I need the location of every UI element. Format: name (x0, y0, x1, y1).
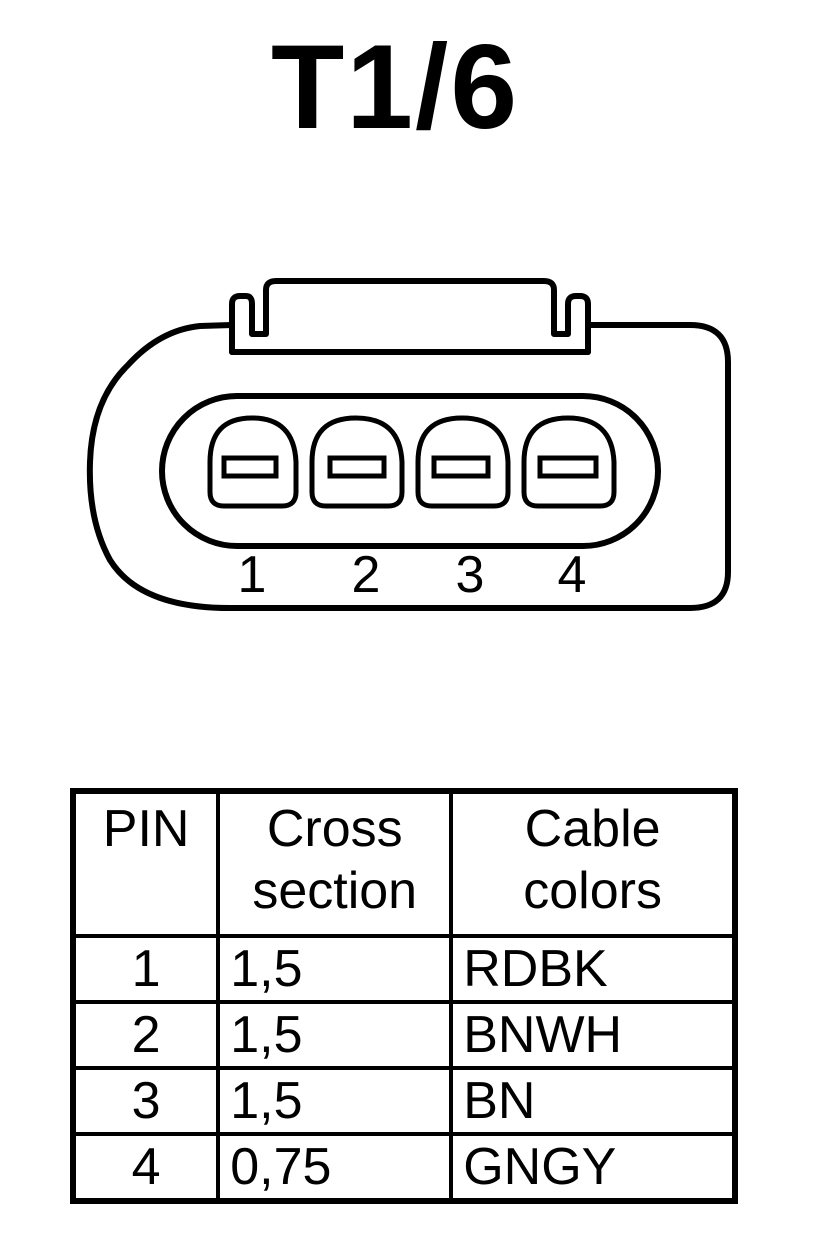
cell-pin: 2 (70, 1000, 221, 1070)
cell-pin: 3 (70, 1066, 221, 1136)
cell-cross-section: 1,5 (216, 1000, 454, 1070)
cell-cross-section: 1,5 (216, 934, 454, 1004)
connector-title: T1/6 (270, 20, 520, 154)
header-cross-section: Cross section (216, 789, 454, 938)
cell-pin: 4 (70, 1132, 221, 1203)
table-row: 3 1,5 BN (70, 1066, 737, 1136)
cell-cross-section: 1,5 (216, 1066, 454, 1136)
cell-cable-color: BNWH (449, 1000, 737, 1070)
table-row: 1 1,5 RDBK (70, 934, 737, 1004)
cell-cable-color: BN (449, 1066, 737, 1136)
cell-cable-color: RDBK (449, 934, 737, 1004)
cell-pin: 1 (70, 934, 221, 1004)
pin-1-terminal (207, 415, 299, 509)
connector-diagram: 1 2 3 4 (86, 278, 731, 611)
pin-4-terminal (521, 415, 617, 509)
pin-label-1: 1 (238, 546, 267, 604)
header-pin: PIN (70, 789, 221, 938)
pin-2-terminal (309, 415, 405, 509)
table-row: 4 0,75 GNGY (70, 1132, 737, 1203)
header-cable-colors: Cable colors (449, 789, 737, 938)
pin-label-4: 4 (558, 546, 587, 604)
pin-assignment-table: PIN Cross section Cable colors 1 1,5 RDB… (70, 788, 738, 1204)
cell-cross-section: 0,75 (216, 1132, 454, 1203)
table-row: 2 1,5 BNWH (70, 1000, 737, 1070)
pin-label-2: 2 (352, 546, 381, 604)
connector-latch (229, 278, 591, 355)
table-header-row: PIN Cross section Cable colors (70, 789, 737, 938)
pin-label-3: 3 (456, 546, 485, 604)
cell-cable-color: GNGY (449, 1132, 737, 1203)
pin-3-terminal (415, 415, 511, 509)
